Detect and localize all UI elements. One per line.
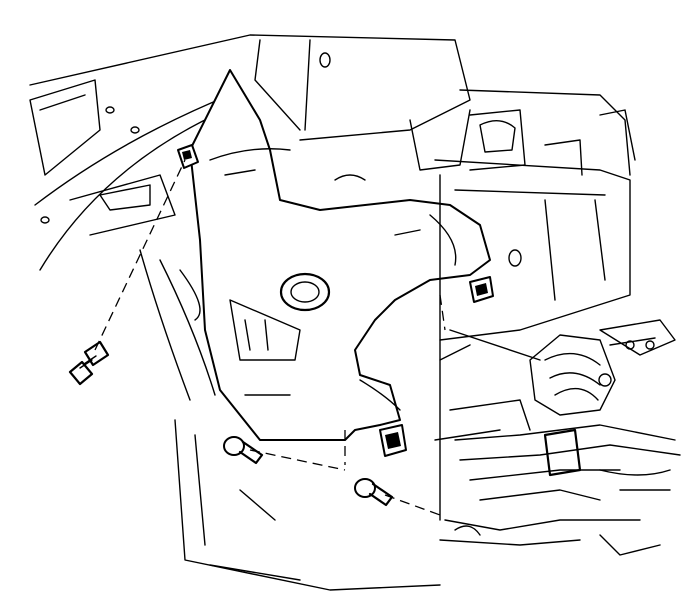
push-pin-icon xyxy=(223,436,346,471)
wheelhouse-fender xyxy=(29,79,231,401)
splash-shield xyxy=(189,69,491,441)
suspension-components xyxy=(439,319,681,556)
clip-right xyxy=(469,276,494,303)
lower-fender-skirt xyxy=(174,419,441,591)
upper-body-structure xyxy=(29,34,636,176)
push-pin-icon xyxy=(354,478,441,516)
clip-lower xyxy=(379,424,407,457)
frame-rail xyxy=(434,159,631,521)
install-lines xyxy=(344,294,446,465)
clip-upper-left xyxy=(177,144,199,169)
hex-bolt-icon xyxy=(68,159,186,386)
